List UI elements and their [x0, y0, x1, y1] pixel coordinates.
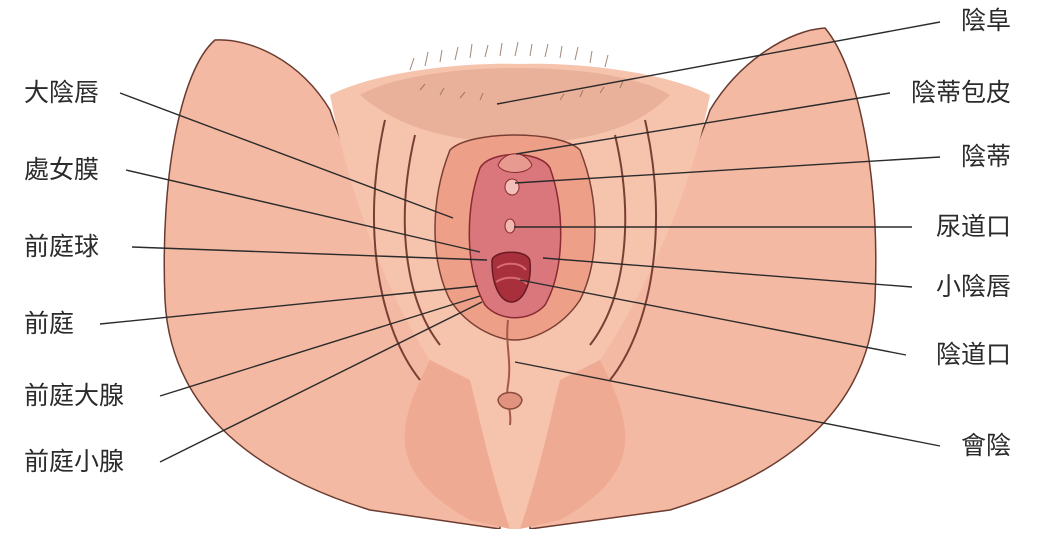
label-urethral-opening: 尿道口: [935, 212, 1011, 241]
perineal-raphe: [506, 319, 512, 426]
leader-vestibular-bulb: [131, 246, 488, 261]
pubic-hair: [409, 41, 624, 101]
vestibule-shape: [468, 153, 562, 319]
leader-greater-vestibular-gland: [159, 295, 481, 397]
buttocks-right: [520, 360, 626, 529]
leader-perineum: [514, 361, 941, 447]
clitoral-hood-shape: [497, 153, 533, 173]
label-clitoral-hood: 陰蒂包皮: [910, 78, 1011, 107]
leader-lines-left: [99, 92, 488, 463]
label-labia-minora: 小陰唇: [935, 272, 1011, 301]
urethral-opening-shape: [504, 218, 516, 234]
leader-mons-pubis: [496, 21, 941, 105]
label-clitoris: 陰蒂: [960, 142, 1011, 171]
label-labia-majora: 大陰唇: [24, 78, 100, 107]
leader-labia-majora: [119, 92, 454, 219]
label-mons-pubis: 陰阜: [960, 6, 1011, 35]
leader-clitoris: [514, 156, 941, 184]
leader-vaginal-opening: [519, 279, 907, 356]
leader-lines-right: [496, 21, 941, 447]
leader-vestibule: [99, 285, 479, 325]
leader-hymen: [125, 169, 481, 253]
label-vestibule: 前庭: [24, 309, 75, 338]
label-lesser-vestibular-gland: 前庭小腺: [24, 447, 125, 476]
leader-lesser-vestibular-gland: [159, 301, 483, 463]
label-vestibular-bulb: 前庭球: [24, 232, 100, 261]
clitoris-shape: [504, 178, 520, 196]
anus-shape: [497, 391, 523, 410]
buttocks-left: [404, 360, 510, 529]
label-perineum: 會陰: [960, 431, 1011, 460]
leader-labia-minora: [542, 257, 913, 288]
leader-clitoral-hood: [515, 92, 891, 155]
label-vaginal-opening: 陰道口: [935, 340, 1011, 369]
label-hymen: 處女膜: [24, 155, 100, 184]
mons-pubis-area: [360, 67, 670, 145]
fold-lines: [372, 119, 658, 381]
label-greater-vestibular-gland: 前庭大腺: [24, 381, 125, 410]
